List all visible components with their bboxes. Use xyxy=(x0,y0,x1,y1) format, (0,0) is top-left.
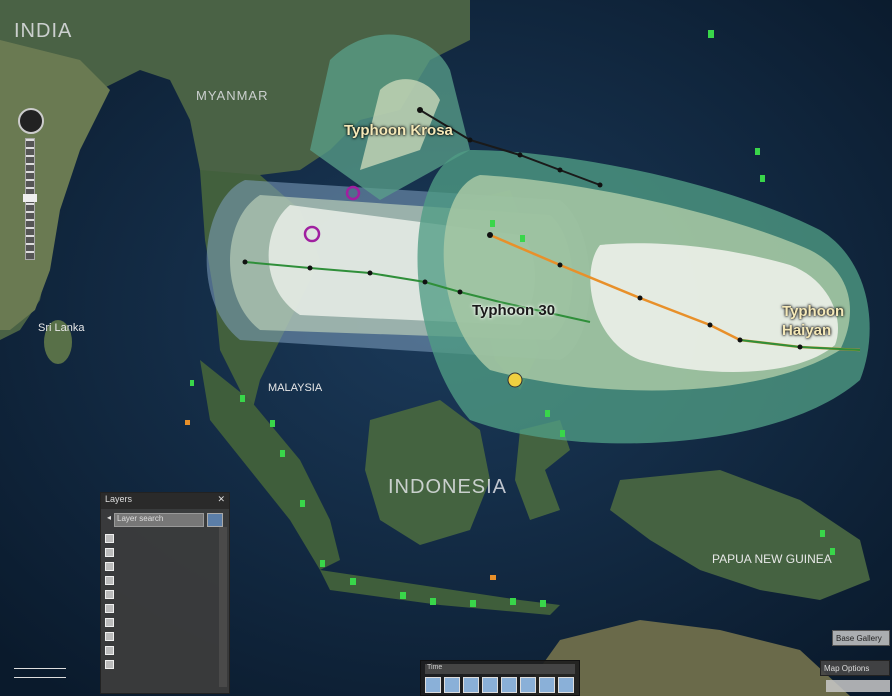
typhoon-haiyan-cone-inner xyxy=(590,243,838,372)
landmass-sumatra xyxy=(200,360,340,570)
list-item[interactable] xyxy=(105,531,225,545)
layer-search: ◂ Layer search xyxy=(107,513,223,527)
label-typhoon-krosa: Typhoon Krosa xyxy=(344,122,453,139)
label-malaysia: MALAYSIA xyxy=(268,382,323,394)
basemap-gallery-button[interactable]: Base Gallery xyxy=(832,630,890,646)
layer-checkbox[interactable] xyxy=(105,645,114,655)
coordinates-readout xyxy=(826,680,890,692)
map-options-button[interactable]: Map Options xyxy=(820,660,890,676)
play-icon[interactable] xyxy=(444,677,460,693)
island-sri-lanka xyxy=(44,320,72,364)
landmass-borneo xyxy=(365,400,490,545)
list-item[interactable] xyxy=(105,601,225,615)
zoom-thumb[interactable] xyxy=(23,194,37,202)
label-indonesia: INDONESIA xyxy=(388,476,508,498)
station-markers xyxy=(190,30,835,607)
layer-panel-title: Layers xyxy=(105,494,133,504)
landmass-sulawesi xyxy=(515,420,570,520)
list-item[interactable] xyxy=(105,559,225,573)
list-item[interactable] xyxy=(105,573,225,587)
layer-checkbox[interactable] xyxy=(105,631,114,641)
list-item[interactable] xyxy=(105,629,225,643)
timeline-buttons xyxy=(421,677,579,693)
layer-checkbox[interactable] xyxy=(105,561,114,571)
landmass-java xyxy=(320,570,560,615)
zoom-slider[interactable] xyxy=(18,108,44,278)
layer-panel: Layers ✕ ◂ Layer search xyxy=(100,492,230,694)
timeline-control: Time xyxy=(420,660,580,696)
pause-icon[interactable] xyxy=(463,677,479,693)
search-button[interactable] xyxy=(207,513,223,527)
track-markers xyxy=(242,107,803,350)
typhoon-symbol xyxy=(507,372,523,388)
list-item[interactable] xyxy=(105,615,225,629)
layer-list xyxy=(101,531,229,671)
layer-checkbox[interactable] xyxy=(105,533,114,543)
label-typhoon-30: Typhoon 30 xyxy=(472,302,556,319)
layer-checkbox[interactable] xyxy=(105,575,114,585)
typhoon-symbol xyxy=(303,225,321,243)
close-icon[interactable]: ✕ xyxy=(217,494,225,504)
layer-checkbox[interactable] xyxy=(105,659,114,669)
label-sri-lanka: Sri Lanka xyxy=(38,322,85,334)
layer-checkbox[interactable] xyxy=(105,617,114,627)
layer-checkbox[interactable] xyxy=(105,589,114,599)
timeline-step-button[interactable] xyxy=(558,677,574,693)
list-item[interactable] xyxy=(105,643,225,657)
label-india: INDIA xyxy=(14,20,73,42)
collapse-icon[interactable]: ◂ xyxy=(107,513,112,522)
list-item[interactable] xyxy=(105,545,225,559)
typhoon-symbol xyxy=(345,185,361,201)
layer-panel-header: Layers ✕ xyxy=(101,493,229,509)
label-myanmar: MYANMAR xyxy=(196,88,269,103)
timeline-step-button[interactable] xyxy=(501,677,517,693)
typhoon-30-track xyxy=(244,261,591,323)
scale-bar xyxy=(14,660,66,688)
list-item[interactable] xyxy=(105,587,225,601)
warning-markers xyxy=(185,420,496,580)
timeline-slider[interactable]: Time xyxy=(425,664,575,674)
timeline-step-button[interactable] xyxy=(539,677,555,693)
label-typhoon-haiyan-line2: Haiyan xyxy=(782,322,832,339)
landmass-papua xyxy=(610,470,870,600)
layer-search-input[interactable]: Layer search xyxy=(114,513,204,527)
pan-control-icon[interactable] xyxy=(18,108,44,134)
landmass-australia xyxy=(520,620,850,696)
timeline-step-button[interactable] xyxy=(520,677,536,693)
step-back-icon[interactable] xyxy=(425,677,441,693)
list-item[interactable] xyxy=(105,657,225,671)
label-papua-new-guinea: PAPUA NEW GUINEA xyxy=(712,552,832,566)
typhoon-krosa-cone-inner xyxy=(360,79,440,170)
layer-panel-scrollbar[interactable] xyxy=(219,527,227,687)
step-forward-icon[interactable] xyxy=(482,677,498,693)
label-typhoon-haiyan-line1: Typhoon xyxy=(782,303,845,320)
layer-checkbox[interactable] xyxy=(105,547,114,557)
layer-checkbox[interactable] xyxy=(105,603,114,613)
